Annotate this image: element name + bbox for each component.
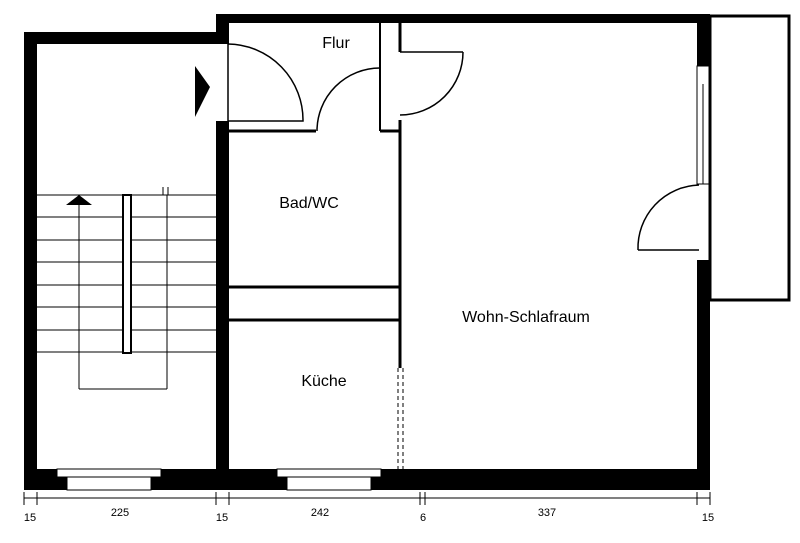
dimension-line (23, 492, 711, 505)
dimension-label: 242 (311, 507, 329, 519)
window (276, 468, 382, 478)
dimension-label: 6 (420, 512, 426, 524)
dimension-label: 15 (24, 512, 36, 524)
door-arc (637, 184, 700, 251)
room-label-wohn: Wohn-Schlafraum (462, 309, 590, 326)
wall-top-left (24, 32, 228, 44)
door-arc (227, 43, 304, 122)
dimension-label: 225 (111, 507, 129, 519)
arrow-up-icon (66, 195, 92, 205)
doors (227, 43, 700, 251)
window (56, 468, 162, 478)
dimension-label: 15 (216, 512, 228, 524)
wall-right-lower (697, 260, 710, 490)
windows-bottom (56, 468, 382, 491)
wall-left (24, 32, 37, 490)
arrow-right-icon (195, 66, 210, 117)
dimension-label: 15 (702, 512, 714, 524)
kitchen-opening (397, 368, 404, 469)
room-label-bad: Bad/WC (279, 195, 339, 212)
balcony (708, 14, 791, 302)
window-right (696, 65, 711, 185)
wall-right-upper (697, 14, 710, 66)
walls (24, 14, 710, 490)
wall-top-connector (216, 14, 229, 44)
window (286, 476, 372, 491)
wall-top (216, 14, 710, 23)
wall-middle (216, 121, 229, 490)
door-arc (316, 67, 381, 132)
window (66, 476, 152, 491)
door-arc (399, 51, 464, 116)
room-label-flur: Flur (322, 35, 350, 52)
room-label-kueche: Küche (301, 373, 346, 390)
staircase (37, 187, 216, 390)
dimension-label: 337 (538, 507, 556, 519)
